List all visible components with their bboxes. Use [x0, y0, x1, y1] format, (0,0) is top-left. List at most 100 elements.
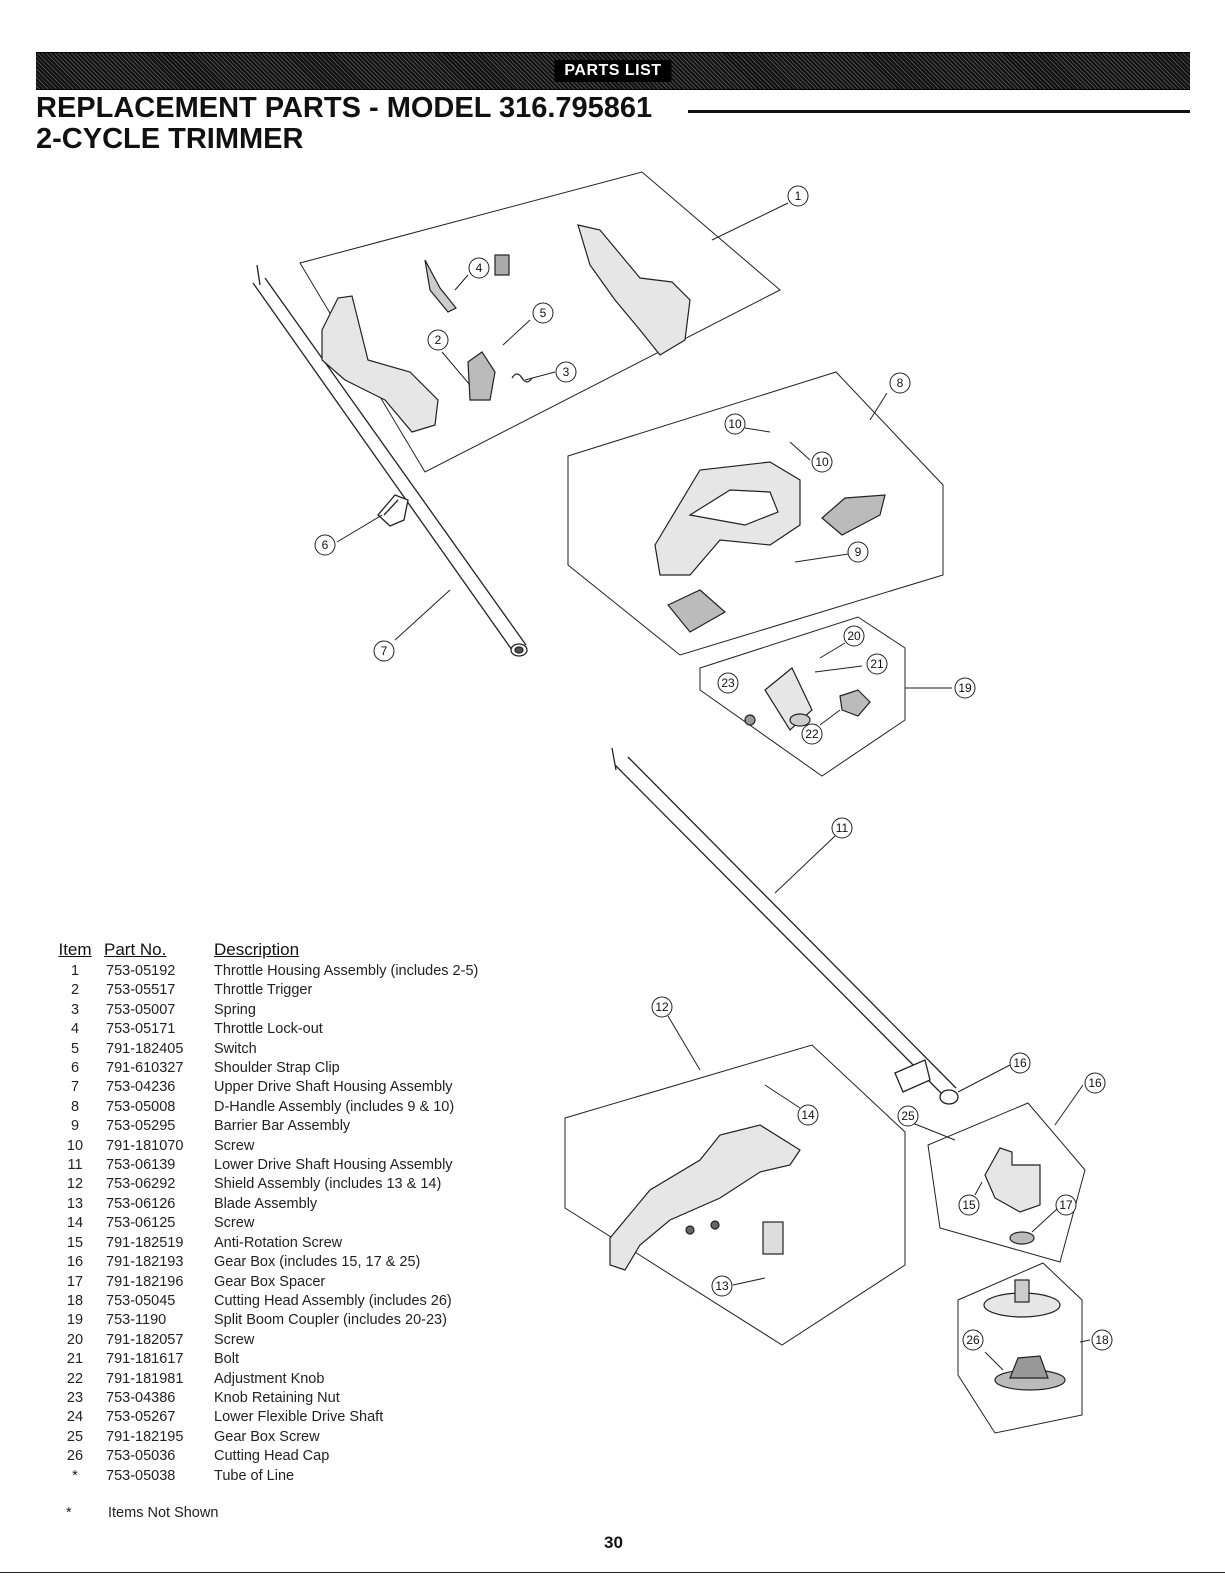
group-box-d-handle — [567, 371, 944, 656]
switch — [494, 254, 510, 276]
part-description: Lower Drive Shaft Housing Assembly — [214, 1157, 453, 1174]
gear-box-parts — [984, 1147, 1041, 1245]
part-number: 753-04236 — [106, 1079, 176, 1096]
svg-text:6: 6 — [322, 538, 329, 552]
callout-2: 2 — [427, 329, 449, 351]
lower-drive-shaft-tube — [611, 747, 959, 1105]
part-number: 753-05517 — [106, 982, 176, 999]
item-number: 14 — [66, 1215, 84, 1232]
item-number: 15 — [66, 1234, 84, 1251]
callout-14: 14 — [797, 1104, 819, 1126]
svg-text:2: 2 — [435, 333, 442, 347]
part-number: 753-05295 — [106, 1118, 176, 1135]
svg-text:4: 4 — [476, 261, 483, 275]
item-number: 3 — [70, 1001, 80, 1018]
callout-3: 3 — [555, 361, 577, 383]
page-number: 30 — [604, 1533, 623, 1552]
footnote-text: Items Not Shown — [108, 1505, 219, 1521]
part-number: 753-1190 — [106, 1312, 167, 1329]
item-number: 22 — [66, 1370, 84, 1387]
item-number: 13 — [66, 1195, 84, 1212]
part-description: Anti-Rotation Screw — [214, 1234, 343, 1251]
callout-22: 22 — [801, 723, 823, 745]
svg-text:3: 3 — [563, 365, 570, 379]
item-number: 19 — [66, 1312, 84, 1329]
item-number: 16 — [66, 1254, 84, 1271]
part-number: 753-04386 — [106, 1389, 176, 1406]
parts-list-banner: PARTS LIST — [36, 52, 1190, 90]
item-number: 21 — [66, 1351, 84, 1368]
throttle-housing-parts — [321, 224, 691, 433]
part-description: Shield Assembly (includes 13 & 14) — [214, 1176, 442, 1193]
part-number: 791-182196 — [106, 1273, 184, 1290]
title-rule — [688, 110, 1190, 113]
callout-4: 4 — [468, 257, 490, 279]
part-description: Blade Assembly — [214, 1195, 318, 1212]
svg-text:1: 1 — [795, 189, 802, 203]
shield-parts — [609, 1124, 801, 1271]
svg-text:19: 19 — [958, 681, 972, 695]
part-description: Barrier Bar Assembly — [214, 1118, 351, 1135]
part-description: D-Handle Assembly (includes 9 & 10) — [214, 1098, 455, 1115]
part-description: Cutting Head Assembly (includes 26) — [214, 1292, 452, 1309]
part-description: Lower Flexible Drive Shaft — [214, 1409, 384, 1426]
item-number: 25 — [66, 1428, 84, 1445]
d-handle-parts — [654, 461, 886, 633]
svg-text:10: 10 — [728, 417, 742, 431]
group-box-cutting-head — [957, 1262, 1083, 1434]
upper-drive-shaft-tube — [252, 264, 528, 657]
group-box-throttle-housing — [299, 171, 781, 473]
header-description: Description — [214, 940, 300, 959]
part-description: Adjustment Knob — [214, 1370, 325, 1387]
part-description: Split Boom Coupler (includes 20-23) — [214, 1312, 447, 1329]
callout-26: 26 — [962, 1329, 984, 1351]
svg-text:10: 10 — [815, 455, 829, 469]
group-box-split-boom-coupler — [699, 616, 906, 777]
group-box-shield — [564, 1044, 906, 1346]
barrier-bar — [821, 494, 886, 536]
footnote: *Items Not Shown — [66, 1505, 218, 1521]
part-number: 753-06292 — [106, 1176, 176, 1193]
callouts: 1 2 3 4 5 6 7 8 9 10 10 11 12 13 14 15 1… — [314, 185, 1113, 1351]
callout-11: 11 — [831, 817, 853, 839]
part-description: Upper Drive Shaft Housing Assembly — [214, 1079, 453, 1096]
item-number: 17 — [66, 1273, 84, 1290]
part-number: 753-05171 — [106, 1021, 176, 1038]
gear-box — [984, 1147, 1041, 1213]
cutting-head-parts — [983, 1279, 1066, 1391]
part-number: 753-06125 — [106, 1215, 176, 1232]
blade-assembly — [762, 1221, 784, 1255]
part-number: 791-182405 — [106, 1040, 184, 1057]
part-number: 753-05008 — [106, 1098, 176, 1115]
part-description: Cutting Head Cap — [214, 1448, 330, 1465]
part-description: Screw — [214, 1331, 255, 1348]
table-row: 19 753-1190 Split Boom Coupler (includes 2… — [46, 1311, 478, 1330]
svg-text:9: 9 — [855, 545, 862, 559]
callout-16: 16 — [1009, 1052, 1031, 1074]
callout-19: 19 — [954, 677, 976, 699]
svg-text:16: 16 — [1088, 1076, 1102, 1090]
shield — [609, 1124, 801, 1271]
item-number: 2 — [70, 982, 80, 999]
svg-text:8: 8 — [897, 376, 904, 390]
part-number: 753-05192 — [106, 963, 176, 979]
callout-5: 5 — [532, 302, 554, 324]
